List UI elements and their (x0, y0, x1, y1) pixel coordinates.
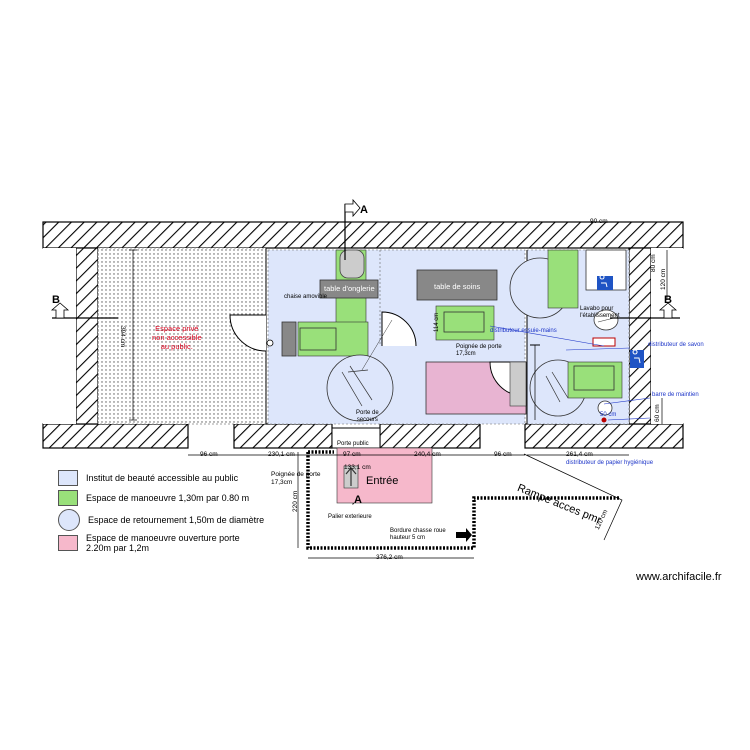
treatment-table-label: table de soins (434, 282, 481, 291)
legend-item-public: Institut de beauté accessible au public (58, 470, 238, 486)
chair-label: chaise amovible (284, 294, 328, 300)
sink-label: Lavabo pour l'établissement (580, 306, 620, 319)
landing-label: Palier exterieure (328, 514, 372, 520)
dim-96-left: 96 cm (200, 451, 218, 458)
watermark[interactable]: www.archifacile.fr (636, 571, 722, 583)
legend-item-maneuver: Espace de manoeuvre 1,30m par 0.80 m (58, 490, 249, 506)
legend-label-turning: Espace de retournement 1,50m de diamètre (88, 515, 265, 525)
dim-376: 376,2 cm (376, 554, 403, 561)
towel-dispenser-label: distributeur essuie-mains (490, 328, 557, 334)
legend-swatch-turning (58, 509, 80, 531)
manicure-zone (281, 249, 394, 422)
legend-swatch-maneuver (58, 490, 78, 506)
accessible-toilet (489, 249, 651, 423)
dim-230: 230,1 cm (268, 451, 295, 458)
legend-label-door-space: Espace de manoeuvre ouverture porte 2.20… (86, 533, 240, 553)
entrance-area (306, 427, 623, 550)
dim-97: 97 cm (343, 451, 361, 458)
walls (42, 221, 684, 449)
section-marker-top: A (360, 204, 368, 216)
private-space-label: Espace privé non accessible au public. (152, 324, 202, 351)
legend-swatch-public (58, 470, 78, 486)
emergency-door-label: Porte de secours (356, 410, 379, 423)
dim-240: 240,4 cm (414, 451, 441, 458)
door-handle-label: Poignée de porte 17,3cm (456, 344, 502, 357)
dim-80: 80 cm (650, 254, 657, 272)
dim-133: 133,1 cm (344, 464, 371, 471)
dim-50: 50 cm (600, 412, 617, 418)
dim-261: 261,4 cm (566, 451, 593, 458)
manicure-table-label: table d'onglerie (324, 284, 375, 293)
soap-dispenser-label: distributeur de savon (648, 342, 704, 348)
entrance-label: Entrée (366, 475, 399, 487)
dimension-lines (188, 452, 629, 559)
dim-90: 90 cm (590, 218, 608, 225)
curb-label: Bordure chasse roue hauteur 5 cm (390, 528, 446, 541)
section-marker-right: B (664, 294, 672, 306)
legend-label-maneuver: Espace de manoeuvre 1,30m par 0.80 m (86, 493, 250, 503)
legend-item-turning: Espace de retournement 1,50m de diamètre (58, 509, 264, 531)
private-door (229, 314, 274, 352)
section-marker-bottom: A (354, 494, 362, 506)
paper-dispenser-label: distributeur de papier hygiénique (566, 460, 654, 466)
dim-60: 60 cm (654, 404, 661, 422)
legend-swatch-door-space (58, 535, 78, 551)
dim-120-side: 120 cm (660, 268, 667, 290)
legend-label-public: Institut de beauté accessible au public (86, 473, 239, 483)
door-handle-label-2: Poignée de porte 17,3cm (271, 471, 321, 486)
dim-394: 394 cm (119, 326, 126, 348)
legend-item-door-space: Espace de manoeuvre ouverture porte 2.20… (58, 533, 240, 553)
emergency-door (361, 311, 417, 371)
section-marker-left: B (52, 294, 60, 306)
grab-bar-label: barre de maintien (652, 392, 699, 398)
dim-96-right: 96 cm (494, 451, 512, 458)
dim-114: 114 cm (434, 312, 440, 332)
section-markers (50, 198, 680, 506)
public-door-label: Porte public (337, 441, 369, 447)
treatment-zone (416, 269, 527, 415)
dim-220: 220 cm (292, 490, 299, 512)
